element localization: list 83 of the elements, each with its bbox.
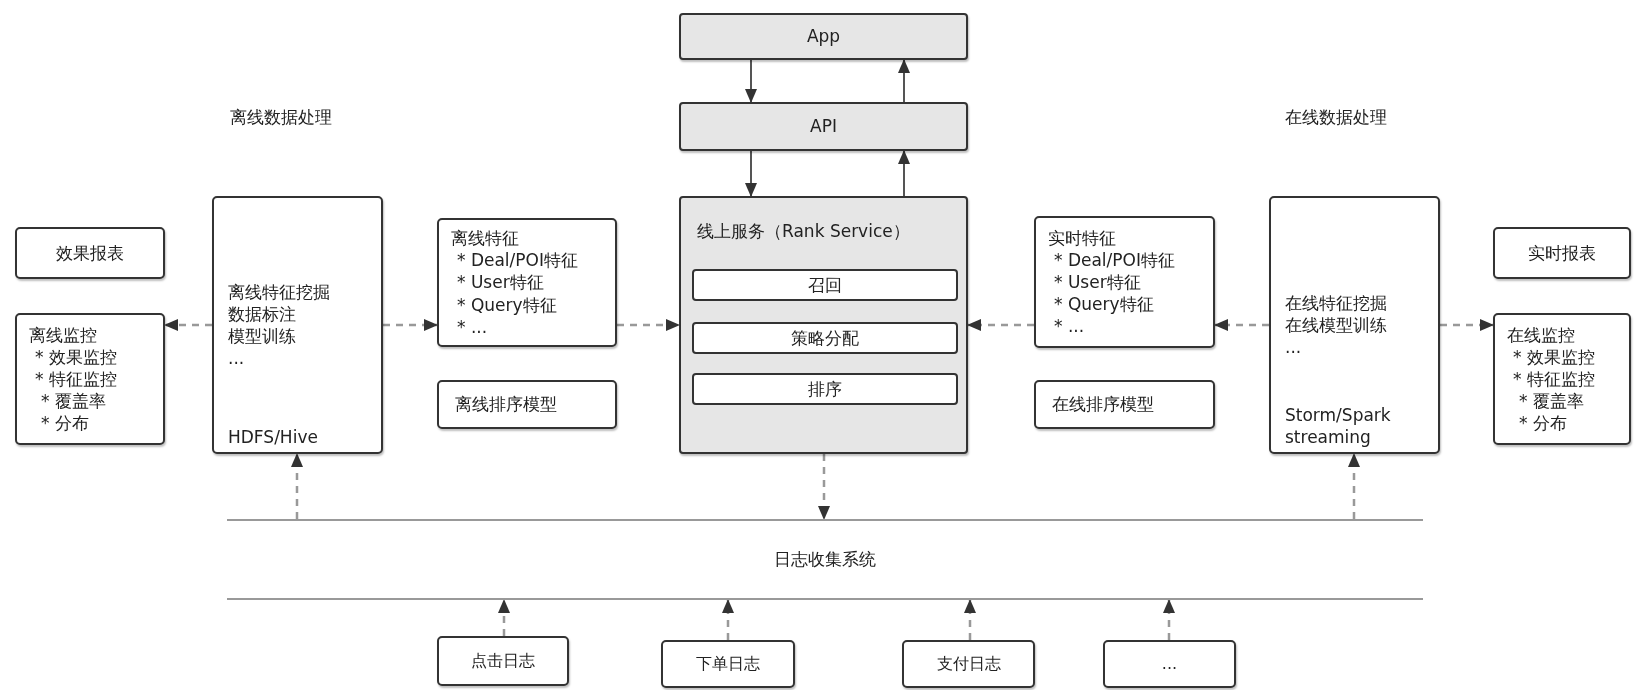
process-box: [1103, 640, 1236, 688]
node-text: 支付日志: [936, 653, 1001, 675]
node-text: * ...: [456, 315, 488, 338]
node-text: ...: [1285, 336, 1302, 359]
process-box: [679, 102, 968, 151]
node-text: * Query特征: [456, 293, 557, 316]
node-text: 模型训练: [228, 325, 296, 348]
arrow: [1348, 453, 1360, 519]
node-text: 在线监控: [1507, 323, 1575, 346]
node-text: 策略分配: [791, 326, 859, 350]
process-box: [437, 380, 617, 429]
node-text: 下单日志: [696, 653, 760, 675]
node-text: 离线监控: [29, 323, 97, 346]
node-text: * 覆盖率: [40, 390, 106, 413]
arrow: [383, 319, 438, 331]
node-text: * 分布: [1518, 412, 1567, 435]
arrow: [1214, 319, 1269, 331]
process-box: [1269, 196, 1440, 454]
arrow: [722, 599, 734, 640]
process-box: [1493, 227, 1631, 279]
arrow: [967, 319, 1034, 331]
arrow: [898, 59, 910, 103]
section-title: 离线数据处理: [230, 106, 332, 129]
arrow: [498, 599, 510, 636]
process-box: [1493, 313, 1631, 445]
process-box: [437, 636, 569, 686]
arrow: [745, 59, 757, 103]
arrow: [818, 454, 830, 520]
node-text: 实时报表: [1528, 241, 1596, 265]
arrow: [617, 319, 680, 331]
step-box: [692, 322, 958, 354]
arrow: [291, 453, 303, 519]
process-box: [15, 227, 165, 279]
step-box: [692, 269, 958, 301]
arrow: [1163, 599, 1175, 640]
node-text: 召回: [808, 273, 842, 297]
node-text: Storm/Spark streaming: [1285, 403, 1392, 448]
arrow: [1440, 319, 1494, 331]
process-box: [1034, 216, 1215, 348]
node-text: * Deal/POI特征: [1053, 248, 1175, 271]
node-text: API: [810, 115, 837, 138]
node-text: * User特征: [456, 271, 544, 294]
node-text: ...: [1161, 653, 1178, 675]
node-text: 效果报表: [56, 241, 124, 265]
node-text: 离线排序模型: [455, 393, 557, 416]
node-text: 实时特征: [1048, 226, 1116, 249]
node-text: * Query特征: [1053, 293, 1154, 316]
process-box: [1034, 380, 1215, 429]
process-box: [212, 196, 383, 454]
node-text: * 效果监控: [1512, 345, 1595, 368]
process-box: [679, 13, 968, 60]
process-box: [661, 640, 795, 688]
node-text: * User特征: [1053, 270, 1141, 294]
process-box: [679, 196, 968, 454]
process-box: [15, 313, 165, 445]
node-text: 在线特征挖掘: [1285, 291, 1387, 314]
arrow: [964, 599, 976, 640]
process-box: [902, 640, 1035, 688]
node-text: 在线排序模型: [1052, 393, 1154, 416]
node-text: * 效果监控: [34, 345, 117, 368]
node-text: 日志收集系统: [774, 548, 876, 571]
node-text: 离线特征挖掘: [228, 280, 330, 303]
node-text: 数据标注: [228, 302, 296, 325]
node-text: * 特征监控: [1512, 367, 1595, 391]
process-box: [437, 218, 617, 347]
node-text: 排序: [808, 377, 842, 401]
node-text: App: [806, 25, 841, 48]
node-text: * 特征监控: [34, 367, 117, 391]
node-text: * 覆盖率: [1518, 390, 1584, 413]
node-text: * ...: [1053, 315, 1085, 338]
node-text: HDFS/Hive: [228, 425, 319, 448]
arrow: [164, 319, 212, 331]
section-title: 在线数据处理: [1285, 106, 1387, 129]
step-box: [692, 373, 958, 405]
node-text: 线上服务（Rank Service）: [697, 220, 910, 243]
node-text: ...: [228, 347, 245, 370]
node-text: * Deal/POI特征: [456, 249, 578, 272]
node-text: 在线模型训练: [1285, 313, 1387, 337]
node-text: * 分布: [40, 412, 89, 435]
arrow: [745, 150, 757, 197]
node-text: 离线特征: [451, 227, 519, 250]
node-text: 点击日志: [471, 650, 535, 672]
arrow: [898, 150, 910, 197]
